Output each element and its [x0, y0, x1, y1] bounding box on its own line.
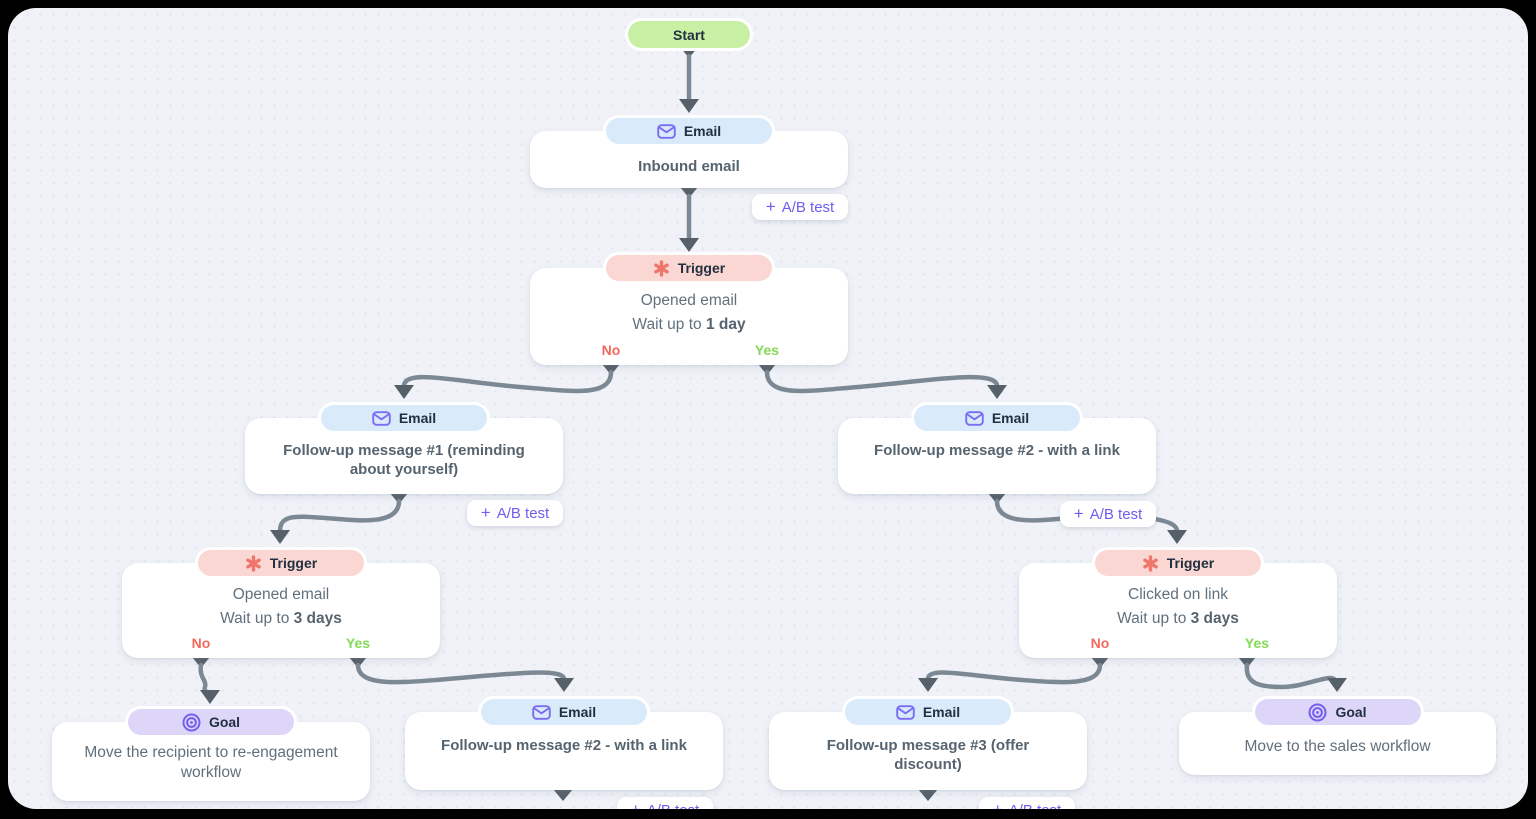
node-inbound-email: Inbound email Email + A/B test [530, 118, 848, 220]
plus-icon: + [1073, 504, 1084, 523]
trigger-icon [1142, 554, 1158, 572]
email-icon [657, 123, 676, 139]
ab-test-button[interactable]: + A/B test [979, 797, 1075, 809]
branch-yes-label: Yes [1244, 635, 1270, 651]
node-title: Move the recipient to re-engagement work… [84, 744, 338, 781]
email-icon [372, 410, 391, 426]
node-title: Follow-up message #2 - with a link [441, 737, 687, 754]
trigger-icon [245, 554, 261, 572]
email-badge-label: Email [558, 704, 597, 720]
node-card[interactable]: Opened email Wait up to 3 days No Yes [122, 563, 440, 658]
node-goal-reengagement: Move the recipient to re-engagement work… [52, 709, 370, 801]
plus-icon: + [480, 503, 491, 522]
trigger-wait: Wait up to 3 days [1117, 610, 1239, 627]
plus-icon: + [765, 197, 776, 216]
trigger-icon [653, 259, 669, 277]
ab-test-label: A/B test [496, 504, 550, 522]
node-goal-sales: Move to the sales workflow Goal [1179, 699, 1496, 775]
email-icon [532, 704, 551, 720]
goal-badge[interactable]: Goal [128, 709, 294, 735]
goal-badge-label: Goal [1335, 704, 1367, 720]
email-badge-label: Email [922, 704, 961, 720]
ab-test-button[interactable]: + A/B test [752, 194, 848, 220]
email-badge-label: Email [991, 410, 1030, 426]
ab-test-label: A/B test [1009, 802, 1062, 810]
ab-test-button[interactable]: + A/B test [617, 797, 713, 809]
workflow-canvas: Start Inbound email Email + A/B test Ope… [8, 8, 1528, 809]
node-title: Follow-up message #1 (reminding about yo… [283, 442, 525, 478]
node-card[interactable]: Clicked on link Wait up to 3 days No Yes [1019, 563, 1337, 658]
trigger-condition: Opened email [640, 292, 738, 309]
branch-no-label: No [601, 342, 621, 358]
workflow-connectors [192, 47, 1347, 801]
email-badge-label: Email [683, 123, 722, 139]
trigger-wait: Wait up to 3 days [220, 610, 342, 627]
node-title: Move to the sales workflow [1244, 738, 1431, 755]
trigger-badge[interactable]: Trigger [198, 550, 364, 576]
node-followup-3: Follow-up message #3 (offer discount) Em… [769, 699, 1087, 809]
node-card[interactable]: Follow-up message #2 - with a link [838, 418, 1156, 494]
goal-icon [182, 713, 201, 731]
plus-icon: + [631, 801, 641, 809]
node-trigger-opened-3days: Opened email Wait up to 3 days No Yes Tr… [122, 550, 440, 658]
start-badge[interactable]: Start [628, 21, 750, 48]
ab-test-label: A/B test [647, 802, 700, 810]
email-badge[interactable]: Email [606, 118, 772, 144]
node-title: Follow-up message #3 (offer discount) [826, 737, 1030, 773]
node-trigger-opened-1day: Opened email Wait up to 1 day No Yes Tri… [530, 255, 848, 365]
email-badge-label: Email [398, 410, 437, 426]
ab-test-button[interactable]: + A/B test [467, 500, 563, 526]
email-icon [896, 704, 915, 720]
ab-test-button[interactable]: + A/B test [1060, 501, 1156, 527]
ab-test-label: A/B test [781, 198, 835, 216]
node-followup-2-mid: Follow-up message #2 - with a link Email… [405, 699, 723, 809]
goal-icon [1308, 703, 1327, 721]
branch-no-label: No [1090, 635, 1110, 651]
node-card[interactable]: Move the recipient to re-engagement work… [52, 722, 370, 801]
email-icon [965, 410, 984, 426]
node-title: Follow-up message #2 - with a link [874, 442, 1120, 459]
email-badge[interactable]: Email [481, 699, 647, 725]
trigger-condition: Opened email [232, 586, 330, 603]
trigger-badge-label: Trigger [677, 260, 726, 276]
node-followup-1: Follow-up message #1 (reminding about yo… [245, 405, 563, 526]
trigger-condition: Clicked on link [1128, 586, 1228, 603]
branch-no-label: No [191, 635, 211, 651]
node-card[interactable]: Opened email Wait up to 1 day No Yes [530, 268, 848, 365]
trigger-wait: Wait up to 1 day [632, 316, 746, 333]
node-start: Start [628, 21, 750, 48]
start-label: Start [673, 26, 705, 43]
trigger-badge-label: Trigger [269, 555, 318, 571]
trigger-badge-label: Trigger [1166, 555, 1215, 571]
node-card[interactable]: Follow-up message #3 (offer discount) [769, 712, 1087, 790]
trigger-badge[interactable]: Trigger [606, 255, 772, 281]
node-card[interactable]: Follow-up message #2 - with a link [405, 712, 723, 790]
email-badge[interactable]: Email [914, 405, 1080, 431]
node-trigger-clicked-3days: Clicked on link Wait up to 3 days No Yes… [1019, 550, 1337, 658]
branch-yes-label: Yes [754, 342, 780, 358]
goal-badge-label: Goal [208, 714, 241, 730]
node-followup-2-right: Follow-up message #2 - with a link Email… [838, 405, 1156, 527]
branch-yes-label: Yes [345, 635, 371, 651]
goal-badge[interactable]: Goal [1254, 699, 1421, 725]
email-badge[interactable]: Email [845, 699, 1011, 725]
trigger-badge[interactable]: Trigger [1095, 550, 1261, 576]
email-badge[interactable]: Email [321, 405, 487, 431]
node-title: Inbound email [638, 158, 740, 175]
plus-icon: + [993, 801, 1003, 809]
ab-test-label: A/B test [1089, 505, 1143, 523]
